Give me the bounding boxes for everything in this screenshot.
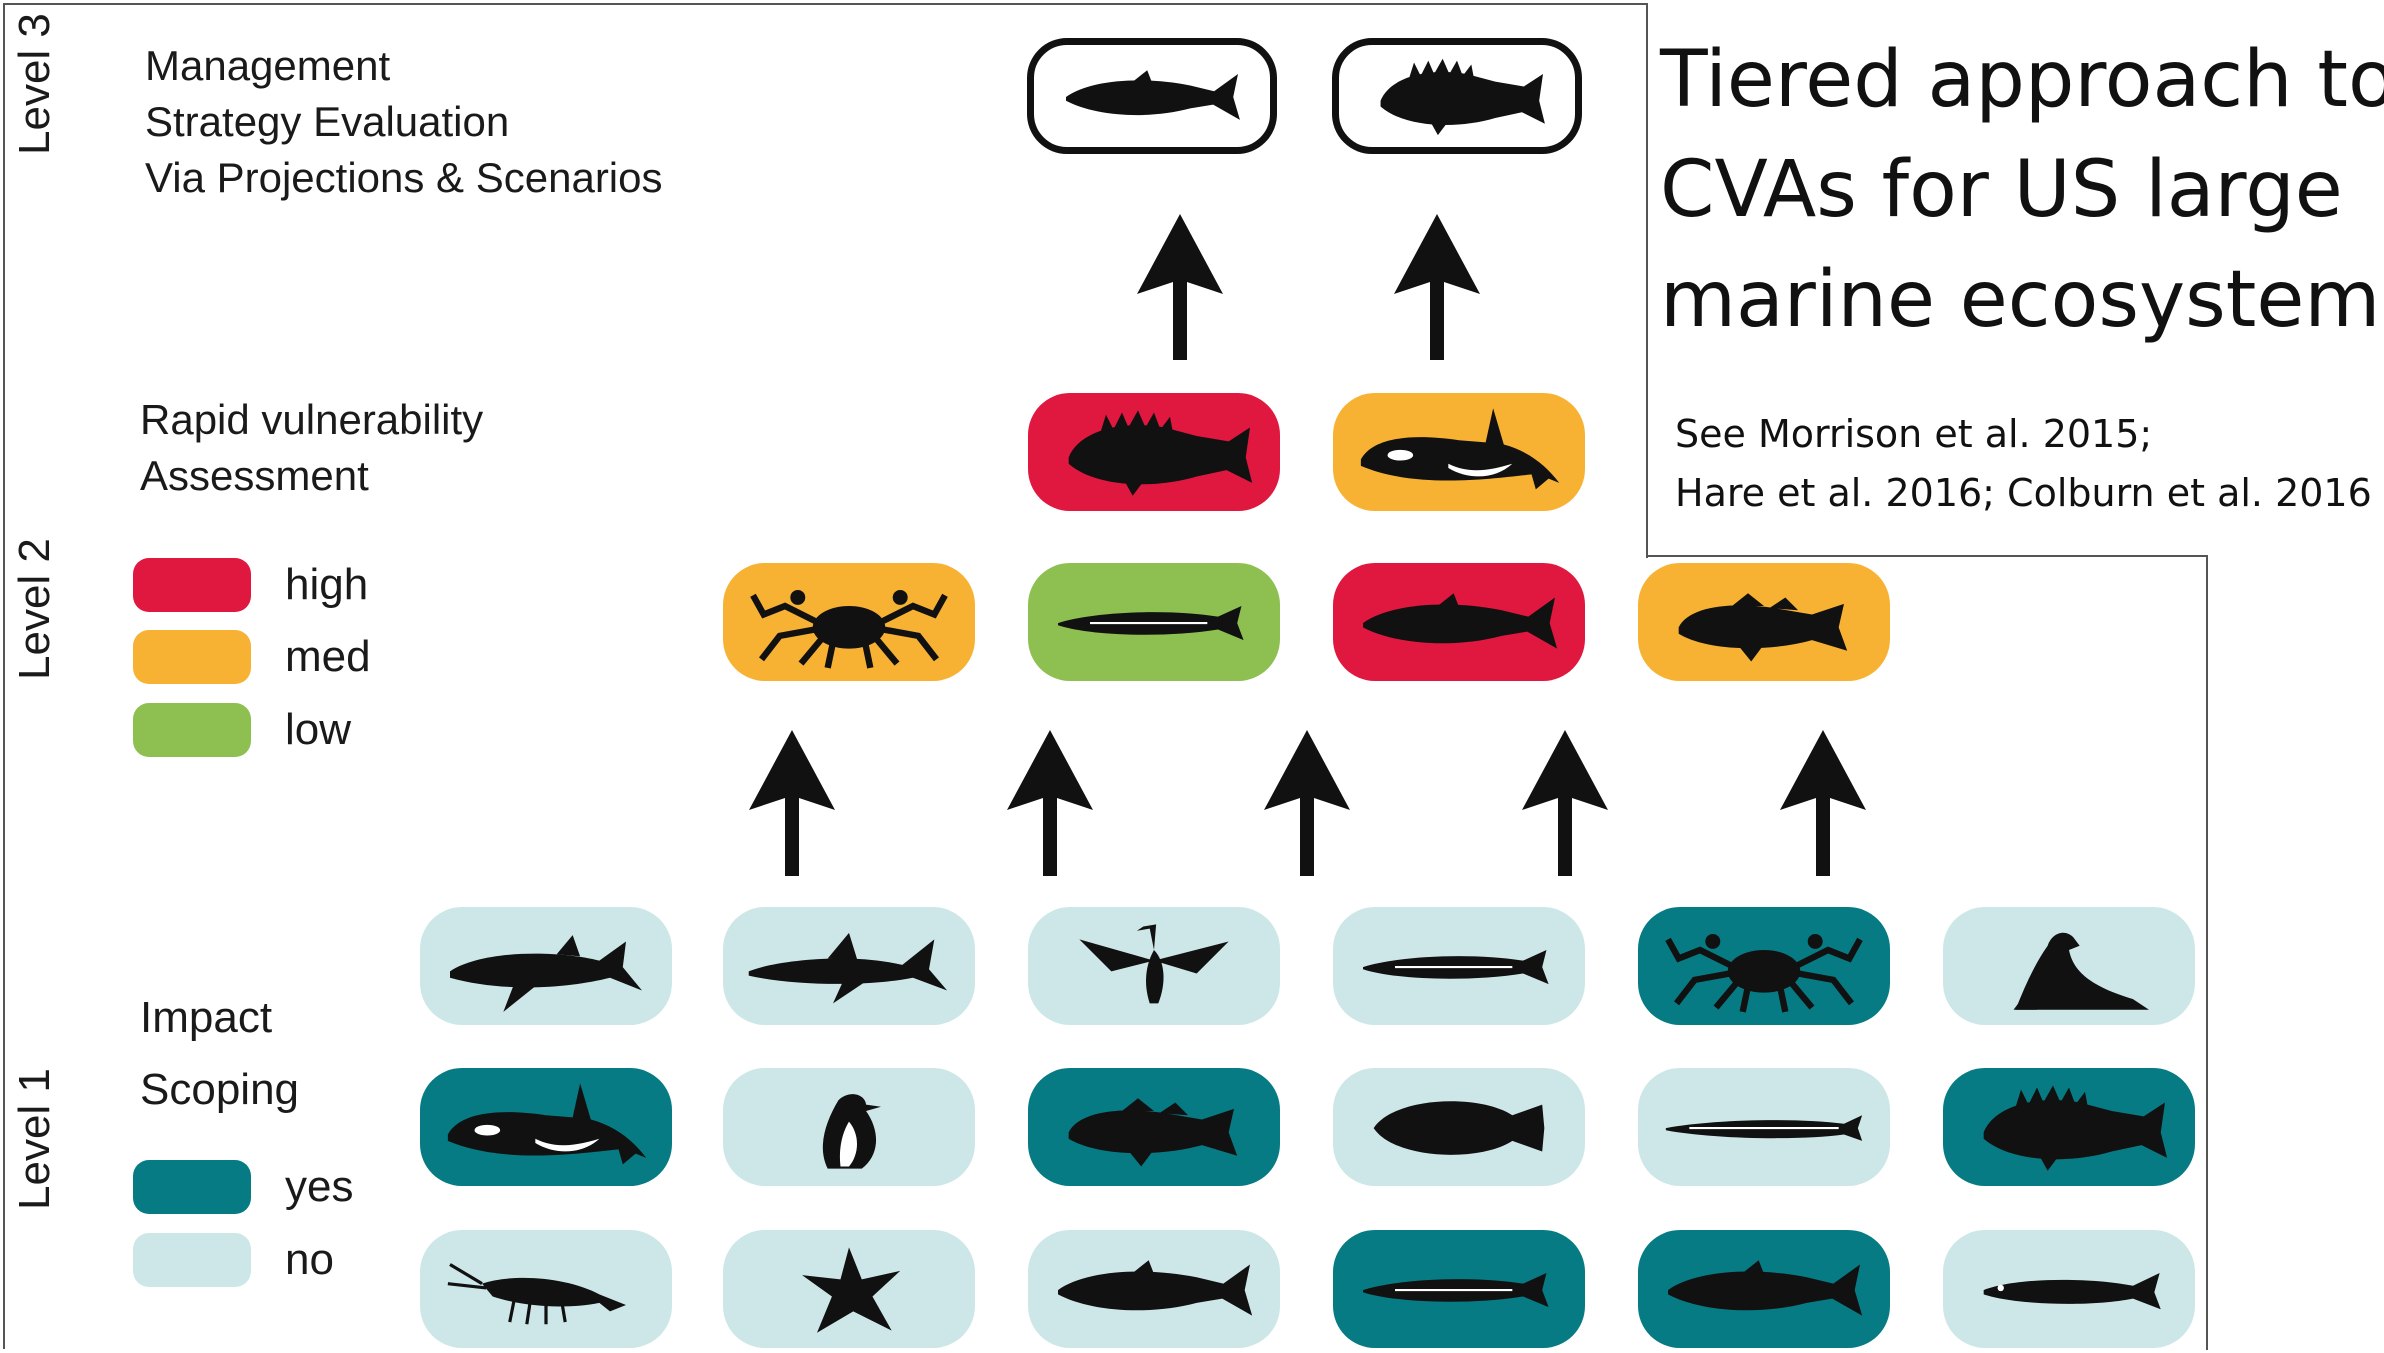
legend-label-low: low	[285, 703, 351, 757]
title-line: marine ecosystems	[1660, 245, 2380, 355]
level-1-label: Level 1	[10, 1068, 60, 1210]
up-arrow-icon	[1778, 728, 1868, 878]
impact-tile-no	[1028, 907, 1280, 1025]
vulnerability-tile-med	[723, 563, 975, 681]
herring-icon	[1349, 918, 1569, 1014]
up-arrow-icon	[1135, 212, 1225, 362]
level-3-text-line: Management	[145, 38, 663, 94]
impact-tile-no	[420, 1230, 672, 1348]
anchovy-icon	[1959, 1241, 2179, 1337]
flatfish-icon	[1349, 1079, 1569, 1175]
level-1-text-line: Impact	[140, 982, 299, 1054]
slide-title: Tiered approach to CVAs for US large mar…	[1660, 25, 2380, 355]
impact-tile-no	[1333, 1068, 1585, 1186]
level-1-text-line: Scoping	[140, 1054, 299, 1126]
legend-label-yes: yes	[285, 1160, 353, 1214]
vulnerability-tile-med	[1333, 393, 1585, 511]
impact-tile-yes	[1333, 1230, 1585, 1348]
level-3-description: Management Strategy Evaluation Via Proje…	[145, 38, 663, 206]
impact-tile-no	[723, 1068, 975, 1186]
impact-tile-no	[1638, 1068, 1890, 1186]
legend-label-no: no	[285, 1233, 334, 1287]
vulnerability-tile-low	[1028, 563, 1280, 681]
starfish-icon	[739, 1241, 959, 1337]
title-line: CVAs for US large	[1660, 135, 2380, 245]
cormorant-icon	[1044, 918, 1264, 1014]
up-arrow-icon	[1520, 728, 1610, 878]
level-2-description: Rapid vulnerability Assessment	[140, 392, 483, 504]
references: See Morrison et al. 2015; Hare et al. 20…	[1675, 405, 2372, 523]
impact-tile-yes	[1638, 1230, 1890, 1348]
impact-tile-yes	[420, 1068, 672, 1186]
level-3-label: Level 3	[10, 13, 60, 155]
impact-tile-no	[1333, 907, 1585, 1025]
murre-icon	[739, 1079, 959, 1175]
up-arrow-icon	[1262, 728, 1352, 878]
herring-icon	[1349, 1241, 1569, 1337]
vulnerability-tile-high	[1333, 563, 1585, 681]
sea-lion-icon	[1959, 918, 2179, 1014]
crab-icon	[1654, 918, 1874, 1014]
frame-edge	[2206, 555, 2208, 1350]
legend-swatch-med	[133, 630, 251, 684]
legend-swatch-low	[133, 703, 251, 757]
vulnerability-tile-med	[1638, 563, 1890, 681]
up-arrow-icon	[1005, 728, 1095, 878]
legend-swatch-yes	[133, 1160, 251, 1214]
level-2-text-line: Rapid vulnerability	[140, 392, 483, 448]
impact-tile-no	[420, 907, 672, 1025]
management-tile	[1332, 38, 1582, 154]
salmon-icon	[1654, 1241, 1874, 1337]
level-1-description: Impact Scoping	[140, 982, 299, 1126]
orca-icon	[1349, 404, 1569, 500]
level-2-label: Level 2	[10, 538, 60, 680]
impact-tile-yes	[1028, 1068, 1280, 1186]
shark-icon	[739, 918, 959, 1014]
frame-edge	[1646, 555, 2208, 557]
rockfish-icon	[1044, 404, 1264, 500]
impact-tile-no	[723, 1230, 975, 1348]
legend-swatch-no	[133, 1233, 251, 1287]
impact-tile-yes	[1943, 1068, 2195, 1186]
vulnerability-tile-high	[1028, 393, 1280, 511]
title-line: Tiered approach to	[1660, 25, 2380, 135]
reference-line: See Morrison et al. 2015;	[1675, 405, 2372, 464]
legend-label-med: med	[285, 630, 371, 684]
management-tile	[1027, 38, 1277, 154]
salmon-icon	[1044, 1241, 1264, 1337]
impact-tile-yes	[1638, 907, 1890, 1025]
rockfish-icon	[1959, 1079, 2179, 1175]
up-arrow-icon	[1392, 212, 1482, 362]
legend-label-high: high	[285, 558, 368, 612]
salmon-icon	[1349, 574, 1569, 670]
level-2-text-line: Assessment	[140, 448, 483, 504]
up-arrow-icon	[747, 728, 837, 878]
orca-icon	[436, 1079, 656, 1175]
legend-swatch-high	[133, 558, 251, 612]
salmon-icon	[1052, 53, 1252, 139]
herring-icon	[1044, 574, 1264, 670]
cod-icon	[1654, 574, 1874, 670]
impact-tile-no	[1943, 907, 2195, 1025]
impact-tile-no	[1028, 1230, 1280, 1348]
shrimp-icon	[436, 1241, 656, 1337]
impact-tile-no	[723, 907, 975, 1025]
level-3-text-line: Strategy Evaluation	[145, 94, 663, 150]
impact-tile-no	[1943, 1230, 2195, 1348]
sand-lance-icon	[1654, 1079, 1874, 1175]
frame-edge	[1646, 3, 1648, 558]
crab-icon	[739, 574, 959, 670]
rockfish-icon	[1357, 53, 1557, 139]
sixgill-shark-icon	[436, 918, 656, 1014]
level-3-text-line: Via Projections & Scenarios	[145, 150, 663, 206]
reference-line: Hare et al. 2016; Colburn et al. 2016	[1675, 464, 2372, 523]
cod-icon	[1044, 1079, 1264, 1175]
